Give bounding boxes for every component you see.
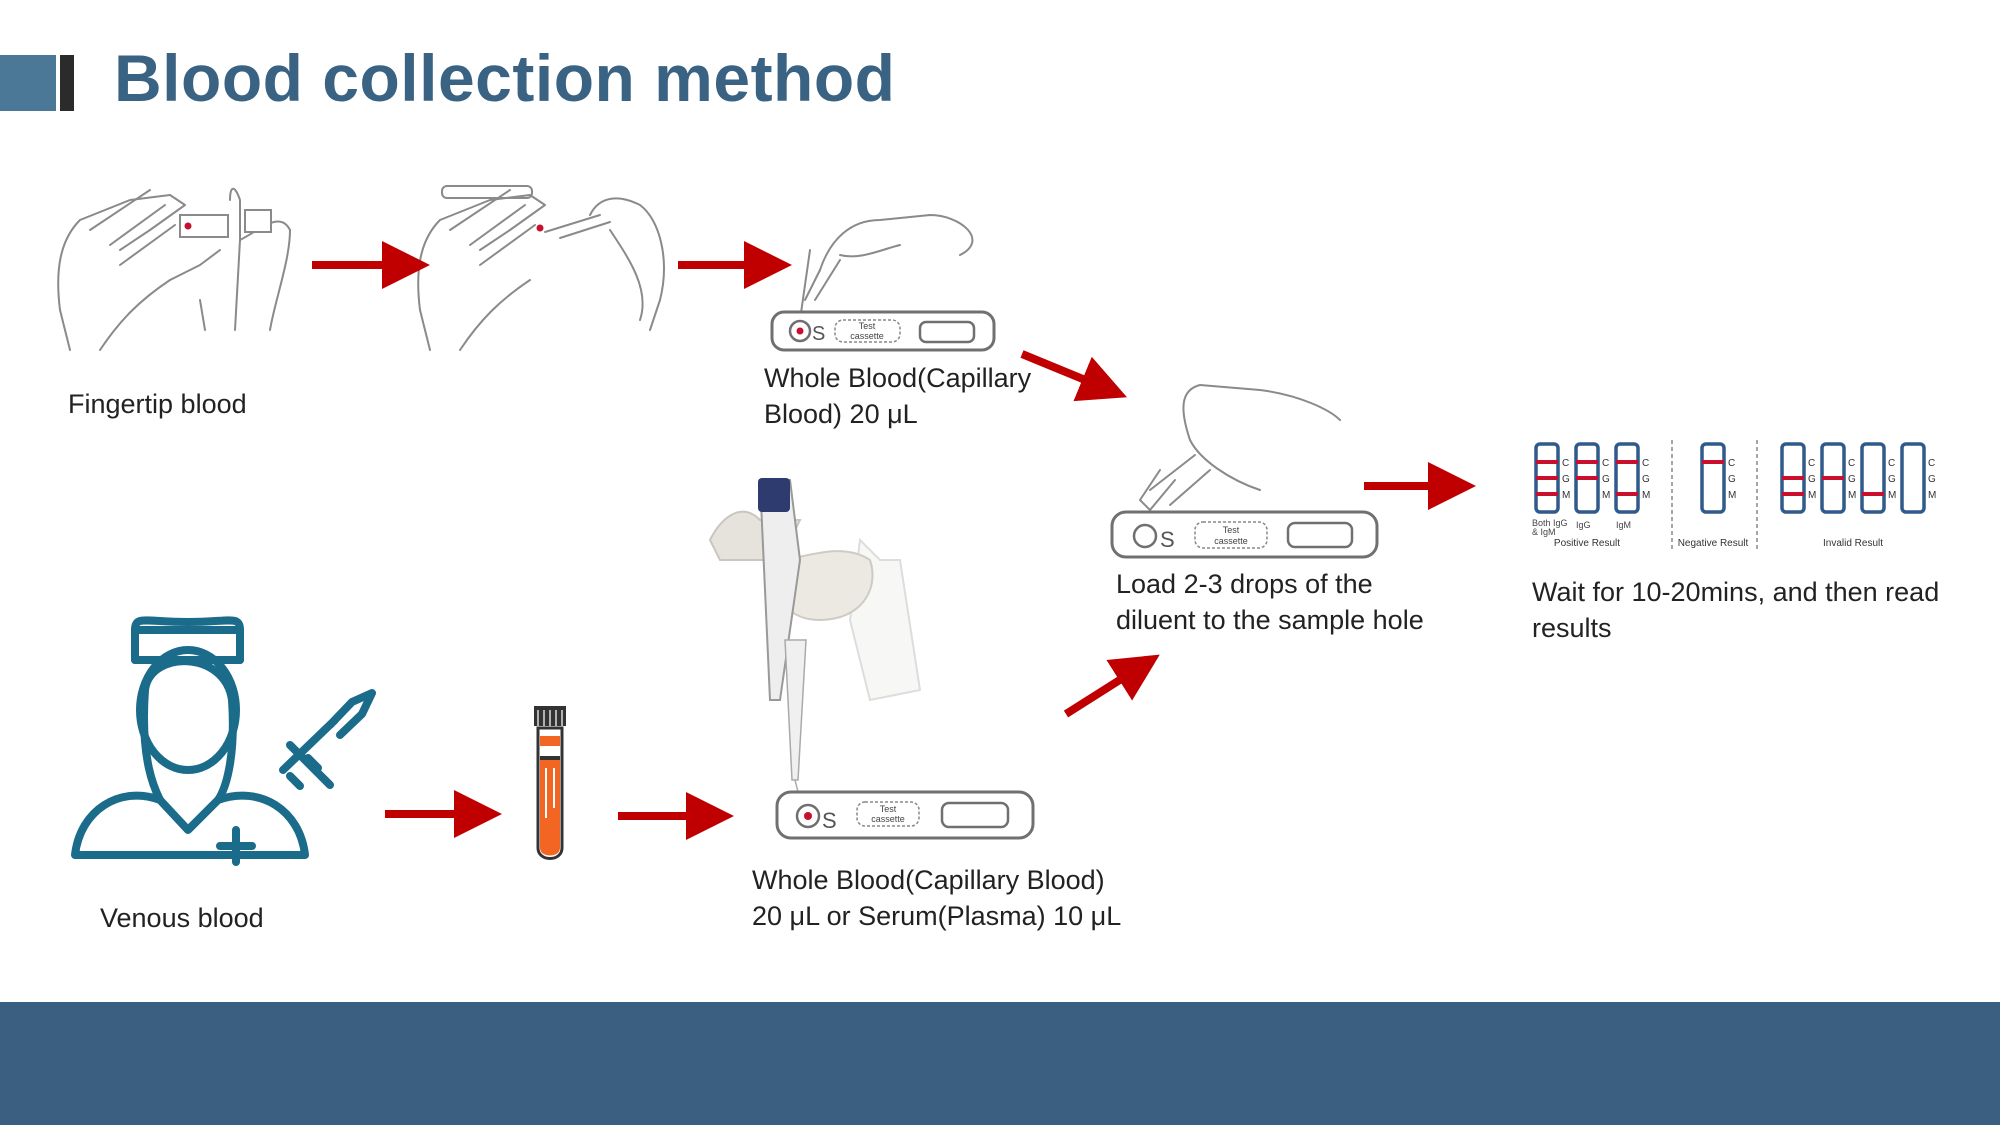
cassette-s-mark: S: [822, 808, 837, 833]
hand-diluent-cassette-illustration: S Test cassette: [1110, 384, 1379, 559]
label-g: G: [1562, 474, 1570, 485]
label-m: M: [1808, 490, 1816, 501]
label-m: M: [1728, 490, 1736, 501]
label-both-igg: Both IgG: [1532, 518, 1568, 528]
hands-lancet-illustration: [57, 187, 291, 351]
label-negative-result: Negative Result: [1678, 538, 1749, 549]
caption-load-diluent: Load 2-3 drops of the diluent to the sam…: [1116, 566, 1424, 638]
footer-band: [0, 1002, 2000, 1125]
arrow-7: [1063, 654, 1160, 718]
cassette-label-top: Test: [859, 321, 876, 331]
hand-dropper-cassette-illustration: S Test cassette: [770, 214, 996, 352]
label-positive-result: Positive Result: [1554, 538, 1620, 549]
label-c: C: [1848, 458, 1855, 469]
title-accent-block: [0, 55, 56, 111]
label-m: M: [1848, 490, 1856, 501]
caption-wait-line1: Wait for 10-20mins, and then read: [1532, 577, 1940, 607]
negative-strip: CGM Negative Result: [1678, 442, 1749, 549]
label-c: C: [1888, 458, 1895, 469]
results-illustration: CGM CGM CGM Both IgG & IgM IgG IgM Posit…: [1532, 440, 1936, 550]
label-m: M: [1562, 490, 1570, 501]
label-c: C: [1602, 458, 1609, 469]
process-diagram: S Test cassette S Test cassette CGM CGM …: [57, 185, 1936, 866]
label-m: M: [1642, 490, 1650, 501]
label-g: G: [1642, 474, 1650, 485]
label-igg: IgG: [1576, 520, 1591, 530]
caption-serum-line1: Whole Blood(Capillary Blood): [752, 865, 1105, 895]
label-g: G: [1728, 474, 1736, 485]
label-m: M: [1928, 490, 1936, 501]
caption-wait-line2: results: [1532, 613, 1612, 643]
cassette-s-mark: S: [812, 323, 825, 345]
cassette-label-bottom: cassette: [1214, 536, 1248, 546]
caption-load-line2: diluent to the sample hole: [1116, 605, 1424, 635]
label-c: C: [1642, 458, 1649, 469]
caption-serum-plasma: Whole Blood(Capillary Blood) 20 μL or Se…: [752, 862, 1121, 934]
label-g: G: [1602, 474, 1610, 485]
label-g: G: [1848, 474, 1856, 485]
label-c: C: [1928, 458, 1935, 469]
caption-fingertip-blood: Fingertip blood: [68, 389, 247, 419]
label-m: M: [1888, 490, 1896, 501]
label-g: G: [1888, 474, 1896, 485]
cassette-bottom-illustration: S Test cassette: [775, 790, 1035, 840]
label-g: G: [1928, 474, 1936, 485]
label-both-igm: & IgM: [1532, 527, 1556, 537]
label-c: C: [1562, 458, 1569, 469]
caption-venous-blood: Venous blood: [100, 903, 264, 933]
label-c: C: [1728, 458, 1735, 469]
caption-load-line1: Load 2-3 drops of the: [1116, 569, 1373, 599]
label-m: M: [1602, 490, 1610, 501]
caption-wait-results: Wait for 10-20mins, and then read result…: [1532, 574, 1939, 646]
label-igm: IgM: [1616, 520, 1631, 530]
blood-tube-icon: [534, 706, 566, 860]
label-g: G: [1808, 474, 1816, 485]
caption-capillary-blood: Whole Blood(Capillary Blood) 20 μL: [764, 360, 1031, 432]
invalid-strips: CGM CGM CGM CGM Invalid Result: [1780, 442, 1936, 549]
title-accent-bar: [60, 55, 74, 111]
arrow-3: [1020, 350, 1127, 402]
cassette-label-top: Test: [1223, 525, 1240, 535]
label-c: C: [1808, 458, 1815, 469]
caption-serum-line2: 20 μL or Serum(Plasma) 10 μL: [752, 901, 1122, 931]
pipette-illustration: [708, 478, 922, 801]
positive-strips: CGM CGM CGM Both IgG & IgM IgG IgM Posit…: [1532, 442, 1650, 549]
page-title: Blood collection method: [114, 41, 896, 115]
cassette-label-top: Test: [880, 804, 897, 814]
label-invalid-result: Invalid Result: [1823, 538, 1883, 549]
flow-arrows: [312, 241, 1476, 840]
nurse-icon: [71, 616, 376, 866]
caption-capillary-line2: Blood) 20 μL: [764, 399, 918, 429]
hands-capillary-illustration: [417, 185, 665, 351]
caption-capillary-line1: Whole Blood(Capillary: [764, 363, 1032, 393]
cassette-label-bottom: cassette: [871, 814, 905, 824]
cassette-label-bottom: cassette: [850, 331, 884, 341]
cassette-s-mark: S: [1160, 527, 1175, 552]
